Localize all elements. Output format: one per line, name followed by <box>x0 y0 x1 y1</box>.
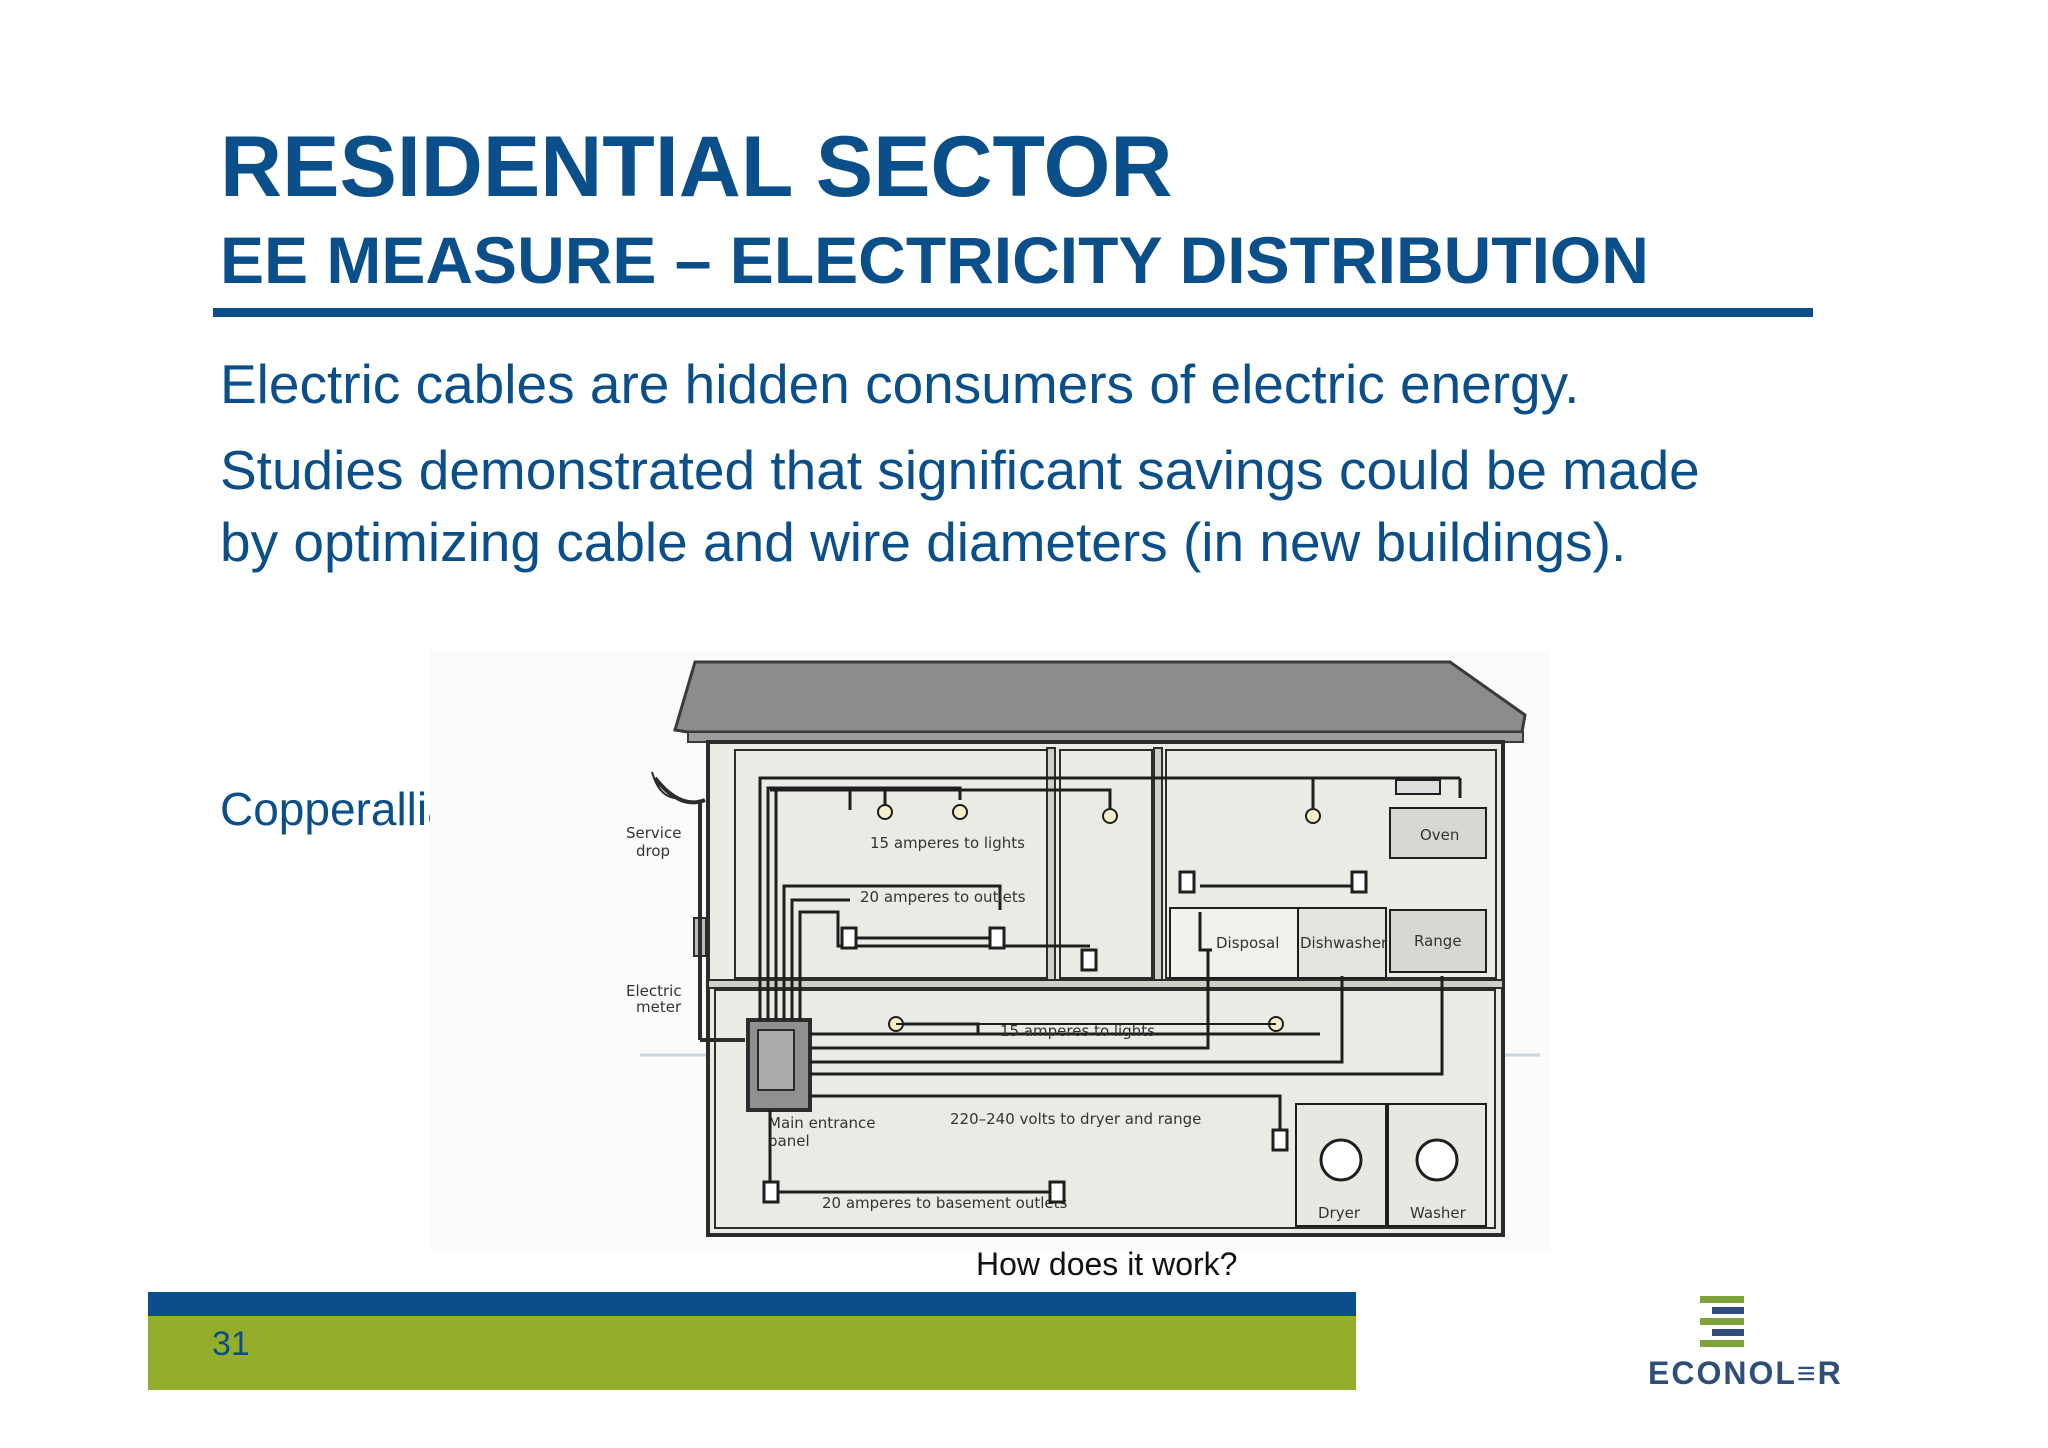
figure-caption: How does it work? <box>976 1246 1238 1282</box>
slide-title: RESIDENTIAL SECTOR <box>220 119 1173 215</box>
basement-circuits <box>768 950 1444 1194</box>
room-upper-middle <box>1059 749 1153 979</box>
room-wall-2 <box>1153 747 1163 981</box>
slide-subtitle: EE MEASURE – ELECTRICITY DISTRIBUTION <box>220 223 1649 297</box>
paragraph-2: Studies demonstrated that significant sa… <box>220 439 1700 573</box>
label-lights-lower: 15 amperes to lights <box>1000 1022 1155 1040</box>
label-dryer: Dryer <box>1318 1204 1361 1222</box>
outlet-4 <box>1178 870 1196 894</box>
house-wiring-diagram: Service drop Electric meter Main entranc… <box>430 650 1550 1250</box>
roof <box>673 660 1527 734</box>
label-electric-meter-2: meter <box>636 998 682 1016</box>
label-oven: Oven <box>1420 826 1459 844</box>
label-electric-meter: Electric <box>626 982 682 1000</box>
label-dryer-range: 220–240 volts to dryer and range <box>950 1110 1201 1128</box>
label-disposal: Disposal <box>1216 934 1279 952</box>
outlet-3 <box>1080 948 1098 972</box>
page-number: 31 <box>212 1325 250 1363</box>
dryer-door <box>1319 1138 1363 1182</box>
disposal-cabinet <box>1169 907 1299 979</box>
light-fixture-3 <box>1102 808 1118 824</box>
label-washer: Washer <box>1410 1204 1467 1222</box>
label-main-panel-2: panel <box>768 1132 810 1150</box>
outlet-1 <box>840 926 858 950</box>
footer-blue-bar <box>148 1292 1356 1316</box>
oven <box>1389 807 1487 859</box>
basement-room <box>714 989 1496 1229</box>
outlet-basement-2 <box>1048 1180 1066 1204</box>
outlet-5 <box>1350 870 1368 894</box>
range-hood <box>1395 779 1441 795</box>
label-outlets-upper: 20 amperes to outlets <box>860 888 1026 906</box>
label-range: Range <box>1414 932 1462 950</box>
washer-door <box>1415 1138 1459 1182</box>
room-upper-left <box>734 749 1048 979</box>
range <box>1389 909 1487 973</box>
econoler-logo-icon <box>1700 1296 1744 1347</box>
dryer-outlet <box>1271 1128 1289 1152</box>
light-fixture-4 <box>1305 808 1321 824</box>
light-fixture-1 <box>877 804 893 820</box>
outlet-2 <box>988 926 1006 950</box>
label-service-drop: Service <box>626 824 681 842</box>
dishwasher <box>1297 907 1387 979</box>
label-dishwasher: Dishwasher <box>1300 934 1388 952</box>
logo-wordmark: ECONOL≡R <box>1648 1355 1843 1391</box>
light-fixture-2 <box>952 804 968 820</box>
label-main-panel: Main entrance <box>768 1114 876 1132</box>
wiring-diagram-svg: Service drop Electric meter Main entranc… <box>626 660 1540 1237</box>
outlet-basement-1 <box>762 1180 780 1204</box>
washer <box>1387 1103 1487 1227</box>
label-service-drop-2: drop <box>636 842 670 860</box>
footer-green-bar <box>148 1316 1356 1390</box>
floor-divider <box>707 979 1504 989</box>
paragraph-1: Electric cables are hidden consumers of … <box>220 353 1580 415</box>
label-lights-upper: 15 amperes to lights <box>870 834 1025 852</box>
label-basement-outlets: 20 amperes to basement outlets <box>822 1194 1067 1212</box>
title-divider <box>213 308 1813 317</box>
